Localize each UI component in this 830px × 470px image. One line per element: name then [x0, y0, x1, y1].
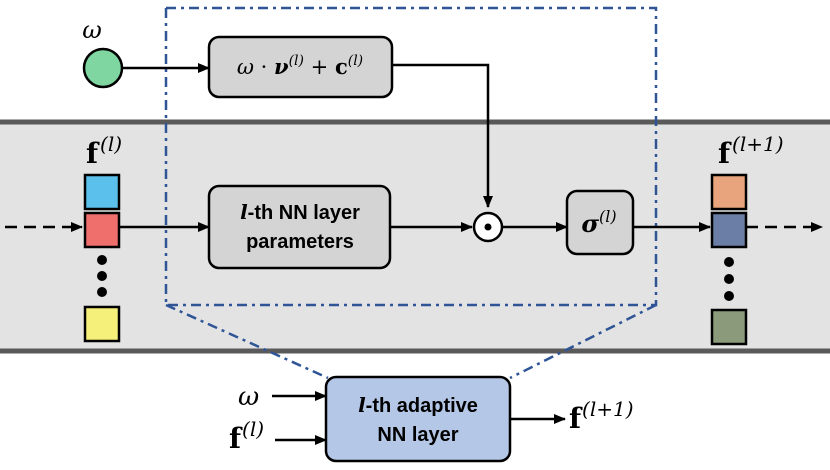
modulation-box — [207, 35, 394, 99]
input-ellipsis-dot — [97, 271, 107, 281]
arrow-modulation-to-hadamard — [392, 63, 493, 208]
input-ellipsis-dot — [97, 287, 107, 297]
input-cell-cyan — [83, 173, 121, 211]
adaptive-layer-line1: l-th adaptive — [358, 393, 478, 417]
output-cell-blue — [710, 211, 748, 249]
hadamard-center-dot — [484, 223, 492, 231]
summary-omega-input: ω — [238, 382, 259, 412]
omega-node — [82, 47, 124, 89]
layer-band — [0, 122, 830, 351]
output-cell-orange — [710, 173, 748, 211]
input-cell-red — [83, 211, 121, 249]
activation-box — [565, 189, 635, 256]
input-ellipsis-dot — [97, 255, 107, 265]
output-ellipsis-dot — [724, 257, 734, 267]
zoom-connector-right — [509, 303, 657, 380]
omega-label: ω — [82, 16, 102, 44]
output-ellipsis-dot — [724, 274, 734, 284]
modulation-formula: ω · ν(l) + c(l) — [237, 53, 363, 79]
adaptive-layer-box — [324, 375, 512, 463]
input-cell-yellow — [83, 305, 121, 343]
layer-params-box — [207, 184, 392, 270]
output-ellipsis-dot — [724, 291, 734, 301]
zoom-connector-left — [165, 303, 329, 380]
summary-f-input: f(l) — [229, 417, 264, 455]
output-feature-label: f(l+1) — [718, 132, 784, 170]
adaptive-layer-line2: NN layer — [377, 424, 458, 446]
layer-params-line2: parameters — [246, 231, 354, 253]
layer-params-line1: l-th NN layer — [240, 200, 360, 224]
summary-f-output: f(l+1) — [569, 397, 634, 435]
output-cell-green — [710, 308, 748, 346]
input-feature-label: f(l) — [86, 132, 122, 170]
activation-label: σ(l) — [581, 207, 616, 238]
